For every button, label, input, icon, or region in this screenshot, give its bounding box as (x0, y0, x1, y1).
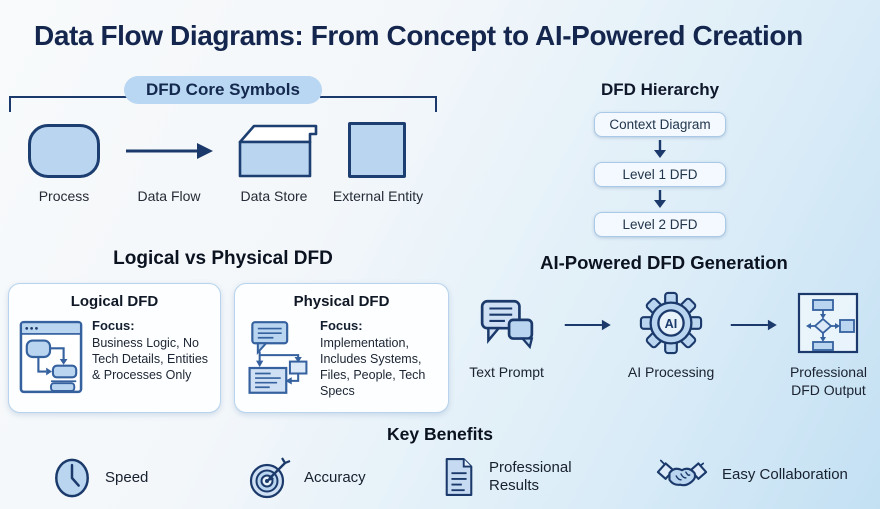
external-entity-label: External Entity (332, 188, 424, 204)
hierarchy-title: DFD Hierarchy (600, 80, 720, 99)
chat-bubbles-icon (480, 299, 533, 349)
data-flow-label: Data Flow (137, 188, 201, 204)
physical-dfd-card: Physical DFD (234, 283, 449, 413)
section-core-symbols: DFD Core Symbols Process Data Flow Data … (8, 76, 438, 221)
logical-dfd-title: Logical DFD (70, 293, 159, 310)
physical-focus-label: Focus: (320, 318, 363, 333)
ai-processing-label: AI Processing (627, 364, 715, 380)
flow-arrow-icon (731, 319, 778, 331)
ai-gear-badge: AI (665, 317, 678, 331)
external-entity-symbol-icon (348, 122, 406, 178)
flowchart-output-icon (798, 292, 859, 354)
clock-icon (55, 458, 89, 498)
professional-results-label: Professional Results (489, 459, 572, 494)
process-symbol-icon (28, 124, 100, 178)
hierarchy-box-level1: Level 1 DFD (594, 162, 726, 187)
down-arrow-icon (654, 190, 666, 208)
accuracy-label: Accuracy (304, 469, 366, 486)
easy-collaboration-label: Easy Collaboration (722, 466, 848, 483)
target-icon (249, 457, 291, 499)
benefit-easy-collaboration: Easy Collaboration (655, 456, 848, 494)
physical-dfd-focus: Focus: Implementation, Includes Systems,… (320, 318, 438, 399)
speed-label: Speed (105, 469, 149, 486)
bracket-line (9, 96, 437, 112)
hierarchy-box-level2: Level 2 DFD (594, 212, 726, 237)
hierarchy-box-context: Context Diagram (594, 112, 726, 137)
comparison-title: Logical vs Physical DFD (113, 248, 333, 269)
window-flowchart-icon (19, 320, 83, 394)
handshake-icon (656, 459, 708, 487)
page-title: Data Flow Diagrams: From Concept to AI-P… (34, 20, 803, 51)
core-symbols-header: DFD Core Symbols (124, 76, 322, 104)
step-dfd-output: Professional DFD Output (779, 290, 878, 399)
benefit-speed: Speed (52, 456, 148, 500)
step-text-prompt: Text Prompt (450, 290, 563, 382)
section-ai-generation: AI-Powered DFD Generation Text Prompt (450, 252, 878, 399)
document-icon (445, 458, 473, 496)
physical-focus-text: Implementation, Includes Systems, Files,… (320, 335, 426, 398)
flow-arrow-icon (564, 319, 611, 331)
logical-focus-text: Business Logic, No Tech Details, Entitie… (92, 335, 209, 382)
chat-flowchart-icon (248, 321, 308, 394)
data-store-label: Data Store (240, 188, 308, 204)
benefits-title: Key Benefits (386, 424, 493, 444)
dfd-output-label: Professional DFD Output (789, 364, 867, 398)
down-arrow-icon (654, 140, 666, 158)
ai-gear-icon: AI (639, 291, 703, 355)
logical-dfd-focus: Focus: Business Logic, No Tech Details, … (92, 318, 210, 383)
step-ai-processing: AI AI Processing (613, 290, 730, 382)
physical-dfd-title: Physical DFD (293, 293, 390, 310)
data-store-symbol-icon (238, 124, 318, 178)
data-flow-arrow-icon (126, 143, 213, 159)
benefit-professional-results: Professional Results (442, 456, 584, 498)
logical-focus-label: Focus: (92, 318, 135, 333)
benefit-accuracy: Accuracy (247, 456, 366, 500)
text-prompt-label: Text Prompt (469, 364, 544, 380)
ai-generation-title: AI-Powered DFD Generation (540, 252, 788, 273)
section-dfd-hierarchy: DFD Hierarchy Context Diagram Level 1 DF… (586, 80, 734, 237)
logical-dfd-card: Logical DFD (8, 283, 221, 413)
hierarchy-stack: Context Diagram Level 1 DFD Level 2 DFD (586, 112, 734, 237)
process-label: Process (38, 188, 90, 204)
section-logical-vs-physical: Logical vs Physical DFD Logical DFD (8, 248, 449, 413)
section-key-benefits: Key Benefits Speed Accuracy (0, 424, 880, 509)
